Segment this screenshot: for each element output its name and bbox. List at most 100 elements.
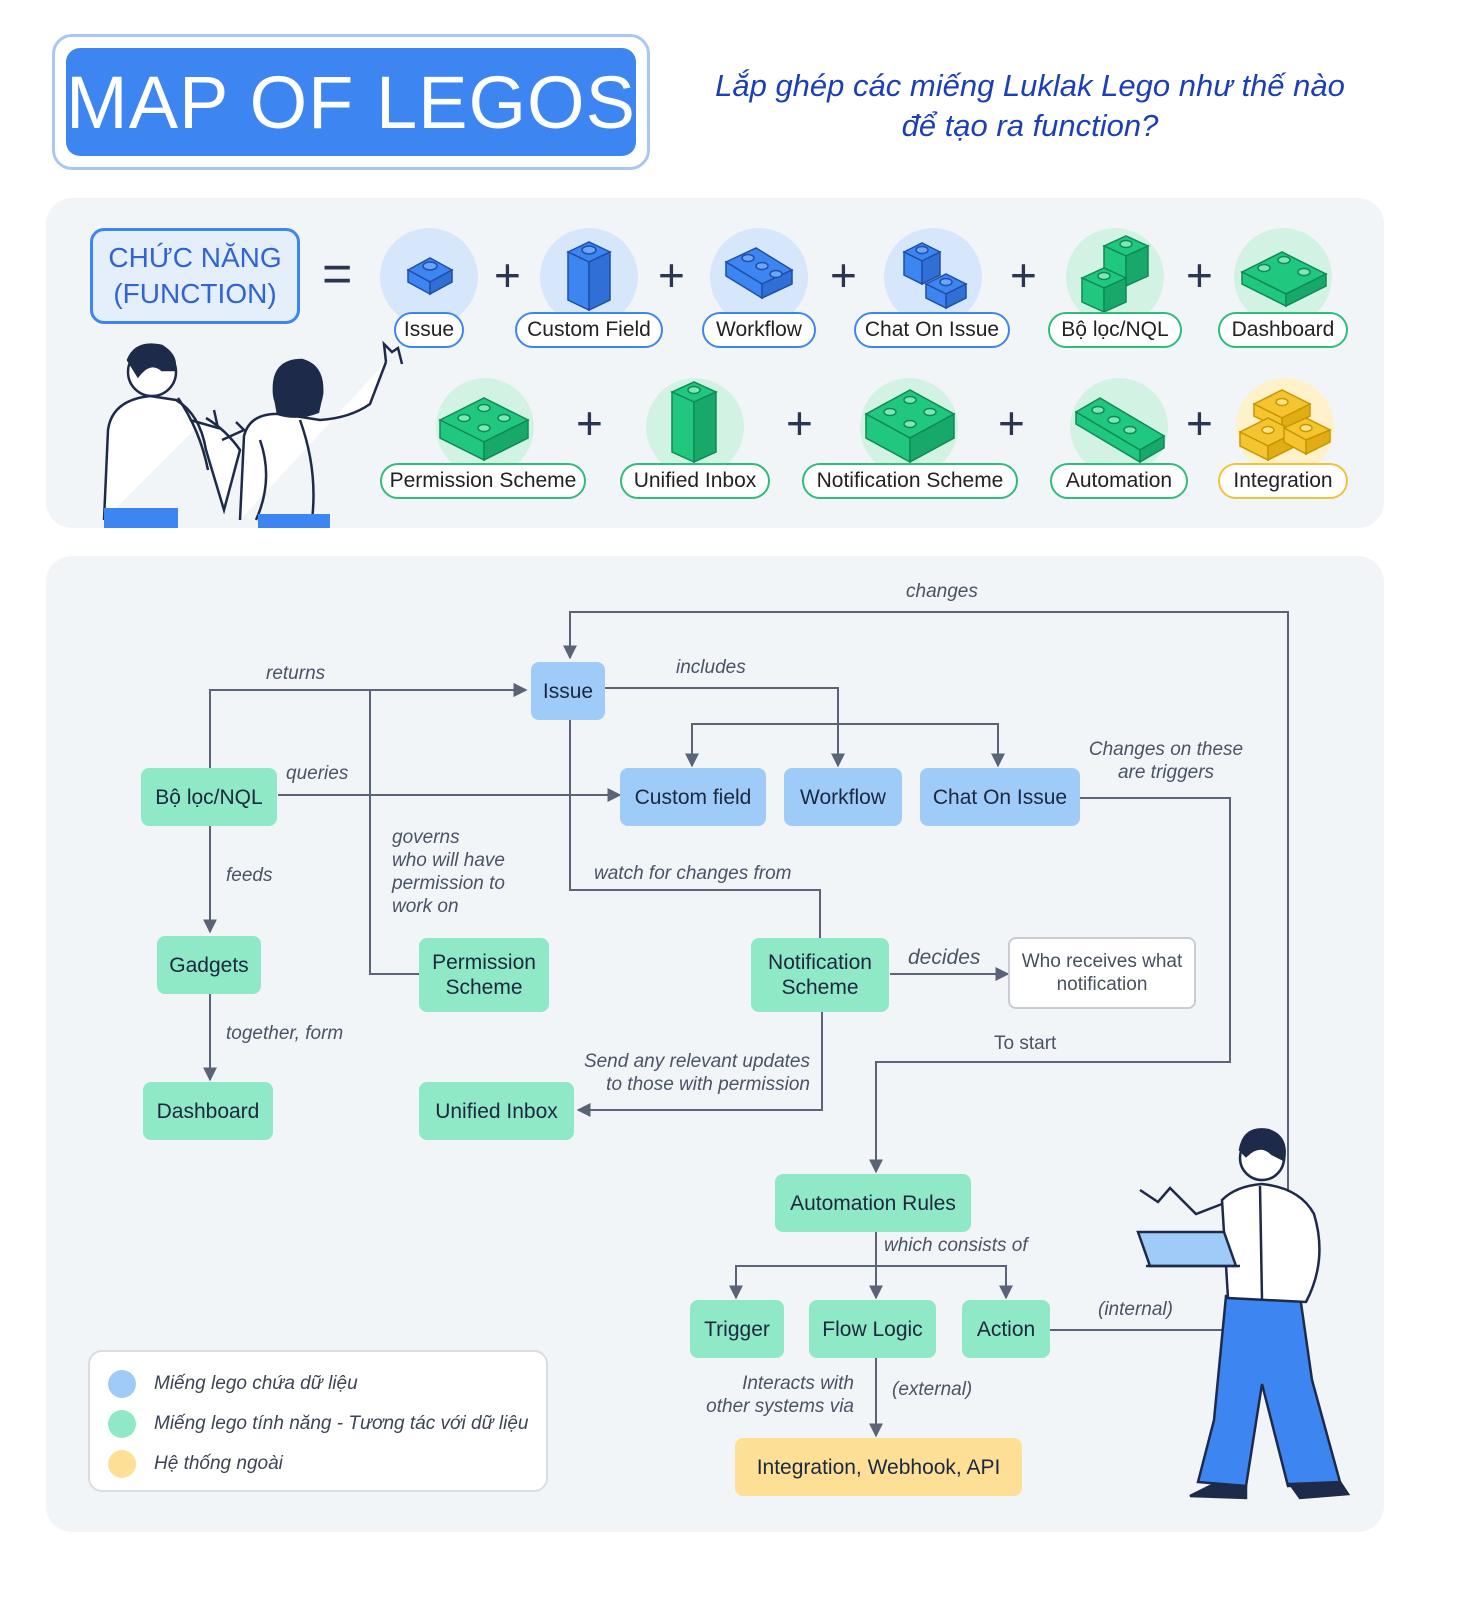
permission-lego-icon [438, 397, 530, 462]
label-changes-triggers-line-1: Changes on these [1088, 739, 1244, 760]
node-who-receives: Who receives what notification [1008, 937, 1196, 1009]
label-send-updates-line-2: to those with permission [606, 1074, 810, 1095]
inbox-lego-icon [670, 381, 718, 464]
label-watch: watch for changes from [594, 863, 792, 884]
piece-issue: Issue [394, 312, 464, 348]
label-changes-triggers: Changes on these are triggers [1086, 738, 1246, 784]
node-dashboard: Dashboard [143, 1082, 273, 1140]
edge-includes [604, 687, 845, 768]
label-consists-of: which consists of [884, 1235, 1028, 1256]
filter-lego-icon [1080, 235, 1150, 314]
edge-consists-trigger [729, 1265, 876, 1300]
node-issue: Issue [531, 662, 605, 720]
label-governs-line-3: permission to [392, 873, 505, 894]
legend-dot-external [108, 1450, 136, 1478]
edge-includes-chat [838, 723, 1005, 768]
function-box: CHỨC NĂNG (FUNCTION) [90, 228, 300, 324]
plus-sign-6: + [576, 397, 603, 449]
node-filter: Bộ lọc/NQL [141, 768, 277, 826]
subtitle-line-1: Lắp ghép các miếng Luklak Lego như thế n… [715, 68, 1345, 103]
node-unified-inbox: Unified Inbox [419, 1082, 574, 1140]
node-automation-rules: Automation Rules [775, 1174, 971, 1232]
label-interacts: Interacts with other systems via [700, 1372, 854, 1418]
legend-label-feature: Miếng lego tính năng - Tương tác với dữ … [154, 1413, 529, 1434]
workflow-lego-icon [724, 247, 794, 300]
piece-automation: Automation [1050, 463, 1188, 499]
piece-integration: Integration [1218, 463, 1348, 499]
node-permission-scheme: Permission Scheme [419, 938, 549, 1012]
label-internal: (internal) [1098, 1299, 1173, 1320]
piece-workflow: Workflow [702, 312, 816, 348]
notification-lego-icon [864, 389, 956, 464]
edge-send-updates [576, 1012, 823, 1117]
label-changes: changes [906, 581, 978, 602]
label-decides: decides [908, 946, 981, 969]
legend-item-feature: Miếng lego tính năng - Tương tác với dữ … [108, 1410, 528, 1438]
edge-includes-custom [685, 723, 838, 768]
edge-watch [569, 720, 821, 938]
edge-governs [369, 683, 528, 975]
piece-dashboard: Dashboard [1218, 312, 1348, 348]
node-chat-on-issue: Chat On Issue [920, 768, 1080, 826]
node-action: Action [962, 1300, 1050, 1358]
equals-sign: = [322, 245, 353, 303]
people-illustration [102, 340, 404, 528]
legend-item-data: Miếng lego chứa dữ liệu [108, 1370, 358, 1398]
edge-consists-action [876, 1265, 1013, 1300]
label-governs-line-1: governs [392, 827, 460, 848]
function-label-line-1: CHỨC NĂNG [108, 242, 282, 273]
node-trigger: Trigger [690, 1300, 784, 1358]
node-flow-logic: Flow Logic [809, 1300, 936, 1358]
edge-triggers [869, 797, 1231, 1174]
legend-item-external: Hệ thống ngoài [108, 1450, 283, 1478]
plus-sign-4: + [1010, 249, 1037, 301]
label-interacts-line-1: Interacts with [742, 1373, 854, 1394]
plus-sign-5: + [1186, 249, 1213, 301]
edge-changes [563, 611, 1289, 1190]
page-title: MAP OF LEGOS [66, 48, 636, 156]
piece-chat-on-issue: Chat On Issue [854, 312, 1010, 348]
dashboard-lego-icon [1240, 251, 1328, 308]
node-gadgets: Gadgets [157, 936, 261, 994]
label-feeds: feeds [226, 865, 273, 886]
piece-filter: Bộ lọc/NQL [1048, 312, 1182, 348]
label-external: (external) [892, 1379, 973, 1400]
issue-lego-icon [406, 257, 454, 296]
piece-custom-field: Custom Field [515, 312, 663, 348]
piece-notification-scheme: Notification Scheme [802, 463, 1018, 499]
label-queries: queries [286, 763, 349, 784]
label-send-updates: Send any relevant updates to those with … [578, 1050, 810, 1096]
function-label-line-2: (FUNCTION) [113, 278, 277, 309]
node-integration: Integration, Webhook, API [735, 1438, 1022, 1496]
label-returns: returns [266, 663, 326, 684]
piece-unified-inbox: Unified Inbox [620, 463, 770, 499]
label-governs: governs who will have permission to work… [392, 826, 505, 918]
legend-label-external: Hệ thống ngoài [154, 1453, 283, 1474]
node-custom-field: Custom field [620, 768, 766, 826]
man-with-laptop-illustration [1136, 1128, 1351, 1500]
legend-dot-feature [108, 1410, 136, 1438]
label-changes-triggers-line-2: are triggers [1117, 762, 1215, 783]
custom-field-lego-icon [566, 241, 612, 312]
plus-sign-1: + [494, 249, 521, 301]
chat-lego-icon [902, 242, 968, 310]
plus-sign-7: + [786, 397, 813, 449]
legend-dot-data [108, 1370, 136, 1398]
plus-sign-2: + [658, 249, 685, 301]
plus-sign-9: + [1186, 397, 1213, 449]
node-notification-scheme: Notification Scheme [751, 938, 889, 1012]
edge-returns [209, 683, 528, 768]
label-interacts-line-2: other systems via [706, 1396, 854, 1417]
label-send-updates-line-1: Send any relevant updates [583, 1051, 810, 1072]
integration-lego-icon [1238, 389, 1332, 462]
label-includes: includes [676, 657, 746, 678]
label-to-start: To start [994, 1033, 1057, 1054]
legend: Miếng lego chứa dữ liệu Miếng lego tính … [88, 1350, 548, 1492]
node-workflow: Workflow [784, 768, 902, 826]
label-governs-line-2: who will have [392, 850, 505, 871]
legend-label-data: Miếng lego chứa dữ liệu [154, 1373, 358, 1394]
automation-lego-icon [1074, 397, 1166, 464]
subtitle: Lắp ghép các miếng Luklak Lego như thế n… [690, 66, 1370, 146]
label-governs-line-4: work on [392, 896, 459, 917]
